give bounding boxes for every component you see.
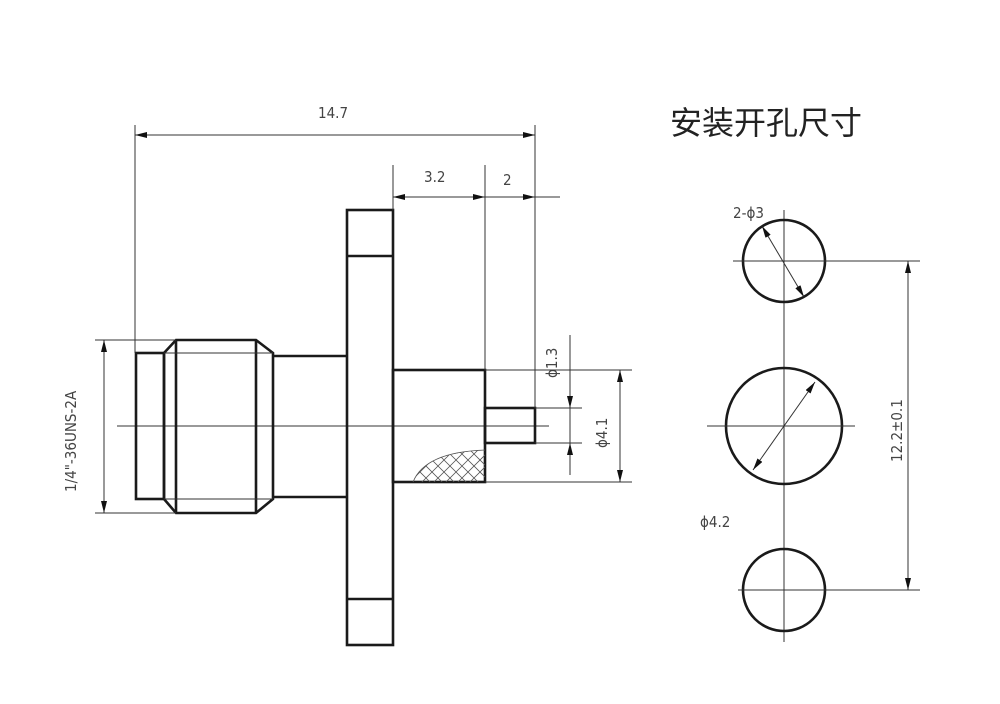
dimension-lines: 14.7 3.2 2 1/4"-36UNS-2A ϕ1.3 ϕ4.1 (62, 104, 632, 514)
rear-length-label: 3.2 (424, 168, 445, 186)
pin-diameter-label: ϕ1.3 (543, 348, 561, 378)
panel-cutout-view: 2-ϕ3 ϕ4.2 12.2±0.1 (700, 204, 920, 642)
page-title: 安装开孔尺寸 (670, 104, 862, 142)
thread-label: 1/4"-36UNS-2A (62, 390, 80, 492)
rear-diameter-label: ϕ4.1 (593, 418, 611, 448)
small-holes-label: 2-ϕ3 (733, 204, 764, 222)
center-pin (483, 406, 537, 445)
flange (345, 208, 395, 647)
pin-length-label: 2 (503, 171, 512, 189)
connector-side-view (117, 208, 549, 647)
center-hole-label: ϕ4.2 (700, 513, 730, 531)
hole-spacing-label: 12.2±0.1 (888, 399, 906, 462)
overall-length-label: 14.7 (318, 104, 348, 122)
knurl-hatch (413, 450, 485, 482)
body (273, 354, 347, 499)
